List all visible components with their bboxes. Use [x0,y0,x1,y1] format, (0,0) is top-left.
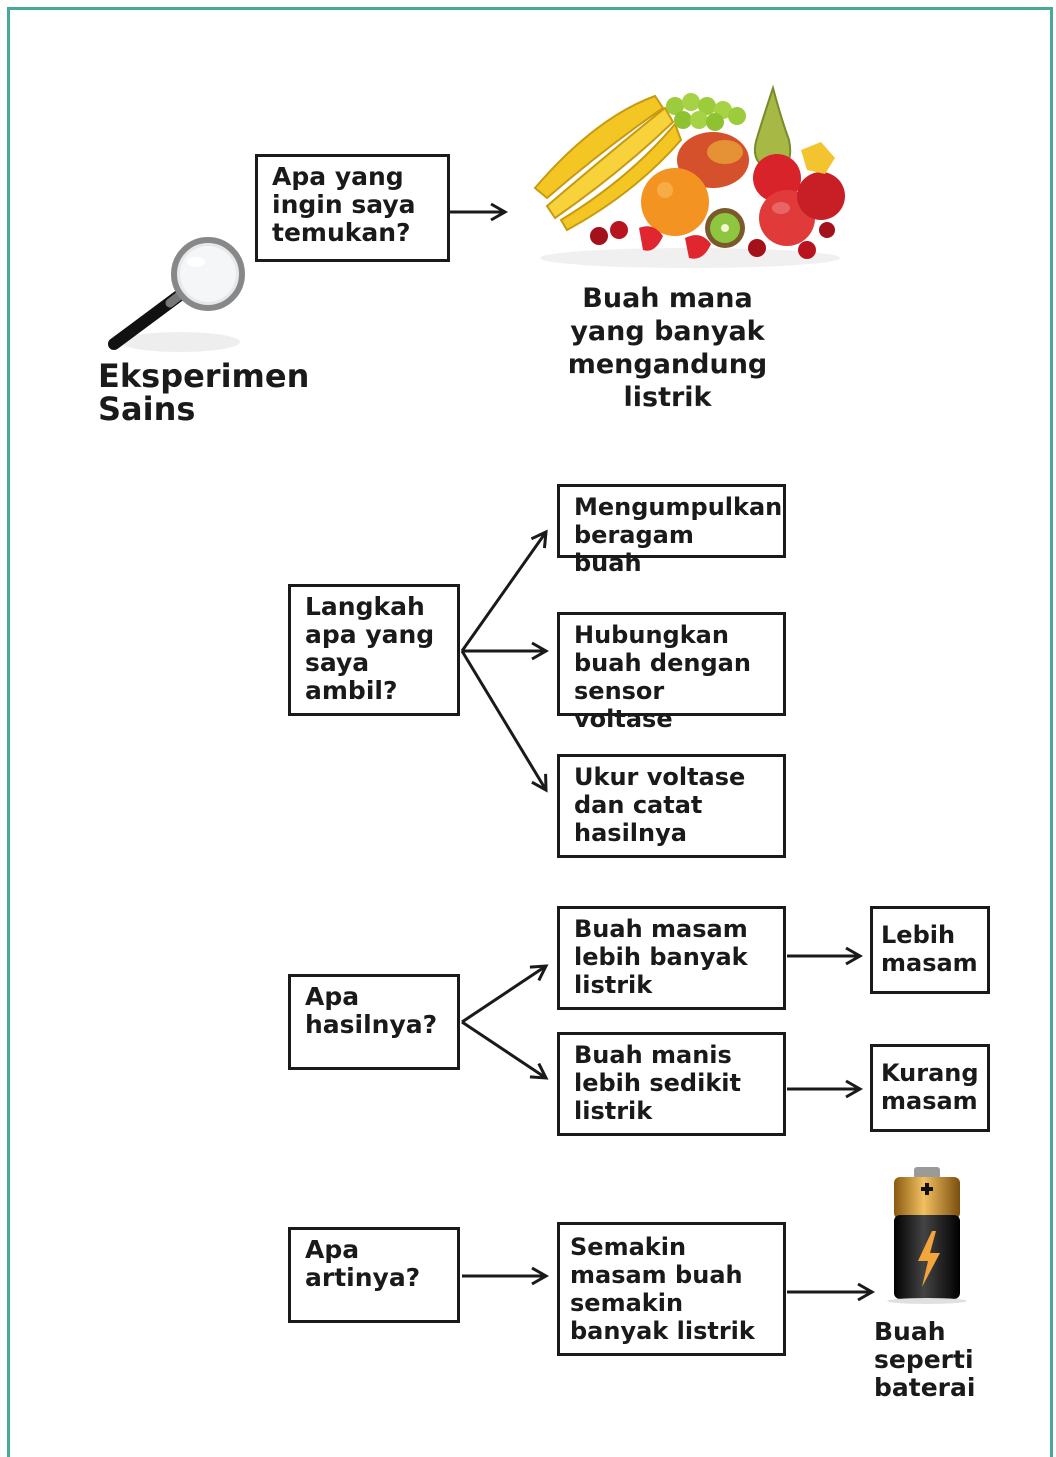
page-frame [7,7,1053,1457]
fruit-pile-icon [533,84,845,268]
battery-icon [887,1167,967,1304]
question-meaning-box: Apa artinya? [288,1227,460,1323]
step-box-connect: Hubungkan buah dengan sensor voltase [557,612,786,733]
step-box-collect: Mengumpulkan beragam buah [557,484,786,577]
question-steps-box: Langkah apa yang saya ambil? [288,584,460,716]
experiment-title: Eksperimen Sains [98,357,310,428]
finding-box-sweet: Buah manis lebih sedikit listrik [557,1032,786,1136]
outcome-box-more-sour: Lebih masam [870,906,990,994]
arrow-steps-to-collect [460,529,548,652]
magnifying-glass-icon [108,237,245,352]
question-results-box: Apa hasilnya? [288,974,460,1070]
arrow-results-to-sour [461,964,549,1024]
meaning-box: Semakin masam buah semakin banyak listri… [557,1222,786,1356]
outcome-box-less-sour: Kurang masam [870,1044,990,1132]
finding-box-sour: Buah masam lebih banyak listrik [557,906,786,1010]
arrow-steps-to-measure [460,650,548,793]
answer-text: Buah mana yang banyak mengandung listrik [567,283,768,413]
arrow-results-to-sweet [461,1020,549,1080]
question-find-box: Apa yang ingin saya temukan? [255,154,450,262]
conclusion-text: Buah seperti baterai [874,1317,976,1402]
step-box-measure: Ukur voltase dan catat hasilnya [557,754,786,858]
